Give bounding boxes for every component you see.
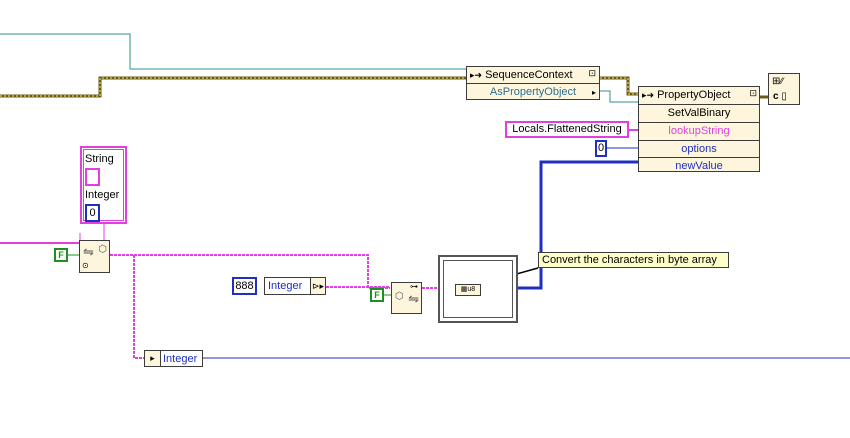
cluster-string-field[interactable]	[85, 168, 100, 186]
method-setvalbinary[interactable]: SetValBinary	[639, 105, 759, 123]
sequence-context-class: SequenceContext	[485, 68, 573, 81]
cube-icon-2: ⬡	[395, 291, 404, 302]
typecast-icon: ⊳▸	[310, 278, 325, 294]
property-arrow-icon-2: ▸➜	[642, 90, 655, 100]
sequence-frame[interactable]: ▦u8	[438, 255, 518, 323]
property-object-class: PropertyObject	[657, 89, 731, 101]
refnum-wire	[0, 76, 467, 98]
output-terminal-icon: ▸	[591, 87, 596, 97]
property-arrow-icon: ▸➜	[470, 69, 483, 80]
close-reference-node[interactable]: ⊞⁄⁄ c ▯	[768, 73, 800, 105]
property-object-node[interactable]: ▸➜ PropertyObject ⊡ SetValBinary lookupS…	[638, 86, 760, 172]
options-constant[interactable]: 0	[595, 140, 607, 157]
param-lookupstring[interactable]: lookupString	[639, 123, 759, 141]
false-constant-1[interactable]: F	[54, 248, 68, 262]
terminal-dot-icon: ⊙	[82, 261, 89, 270]
unbundle-integer-node[interactable]: ▸ Integer	[144, 350, 203, 367]
string-to-byte-array-icon[interactable]: ▦u8	[455, 284, 481, 296]
unflatten-from-string-node[interactable]: ⬡ ⇋ ⊶	[391, 282, 422, 314]
node-chevron-icon-2: ⊡	[749, 88, 757, 98]
cube-icon: ⬡	[98, 244, 107, 255]
cluster-integer-field[interactable]: 0	[85, 204, 100, 222]
pink-wire-branch	[133, 255, 144, 359]
as-property-object-label[interactable]: AsPropertyObject	[489, 85, 577, 98]
teal-wire-out	[600, 90, 638, 103]
locals-flattened-string-constant[interactable]: Locals.FlattenedString	[505, 121, 629, 138]
comment-label: Convert the characters in byte array	[538, 252, 729, 268]
cluster-constant[interactable]: String Integer 0	[80, 146, 127, 224]
integer-typecast-label: Integer	[268, 280, 303, 292]
param-options[interactable]: options	[639, 141, 759, 158]
param-newvalue[interactable]: newValue	[675, 159, 723, 172]
false-constant-2[interactable]: F	[370, 288, 384, 302]
unflatten-from-string-icon: ⇋	[408, 291, 419, 306]
unbundle-integer-label: Integer	[163, 353, 198, 365]
unbundle-arrow-icon: ▸	[145, 351, 161, 366]
integer-888-constant[interactable]: 888	[232, 277, 257, 295]
flatten-to-string-icon: ⇋	[83, 244, 94, 259]
teal-wire	[0, 33, 467, 70]
cluster-string-label: String	[85, 153, 114, 165]
close-reference-glyph: c ▯	[773, 91, 787, 102]
refnum-wire-2	[600, 76, 638, 96]
cluster-integer-label: Integer	[85, 189, 120, 201]
flatten-to-string-node[interactable]: ⇋ ⬡ ⊙	[79, 240, 110, 273]
node-chevron-icon: ⊡	[588, 68, 596, 78]
integer-typecast-node[interactable]: Integer ⊳▸	[264, 277, 326, 295]
close-reference-icon: ⊞⁄⁄	[772, 76, 784, 87]
key-icon: ⊶	[410, 282, 418, 291]
sequence-context-node[interactable]: ▸➜ SequenceContext ⊡ AsPropertyObject ▸	[466, 66, 600, 100]
